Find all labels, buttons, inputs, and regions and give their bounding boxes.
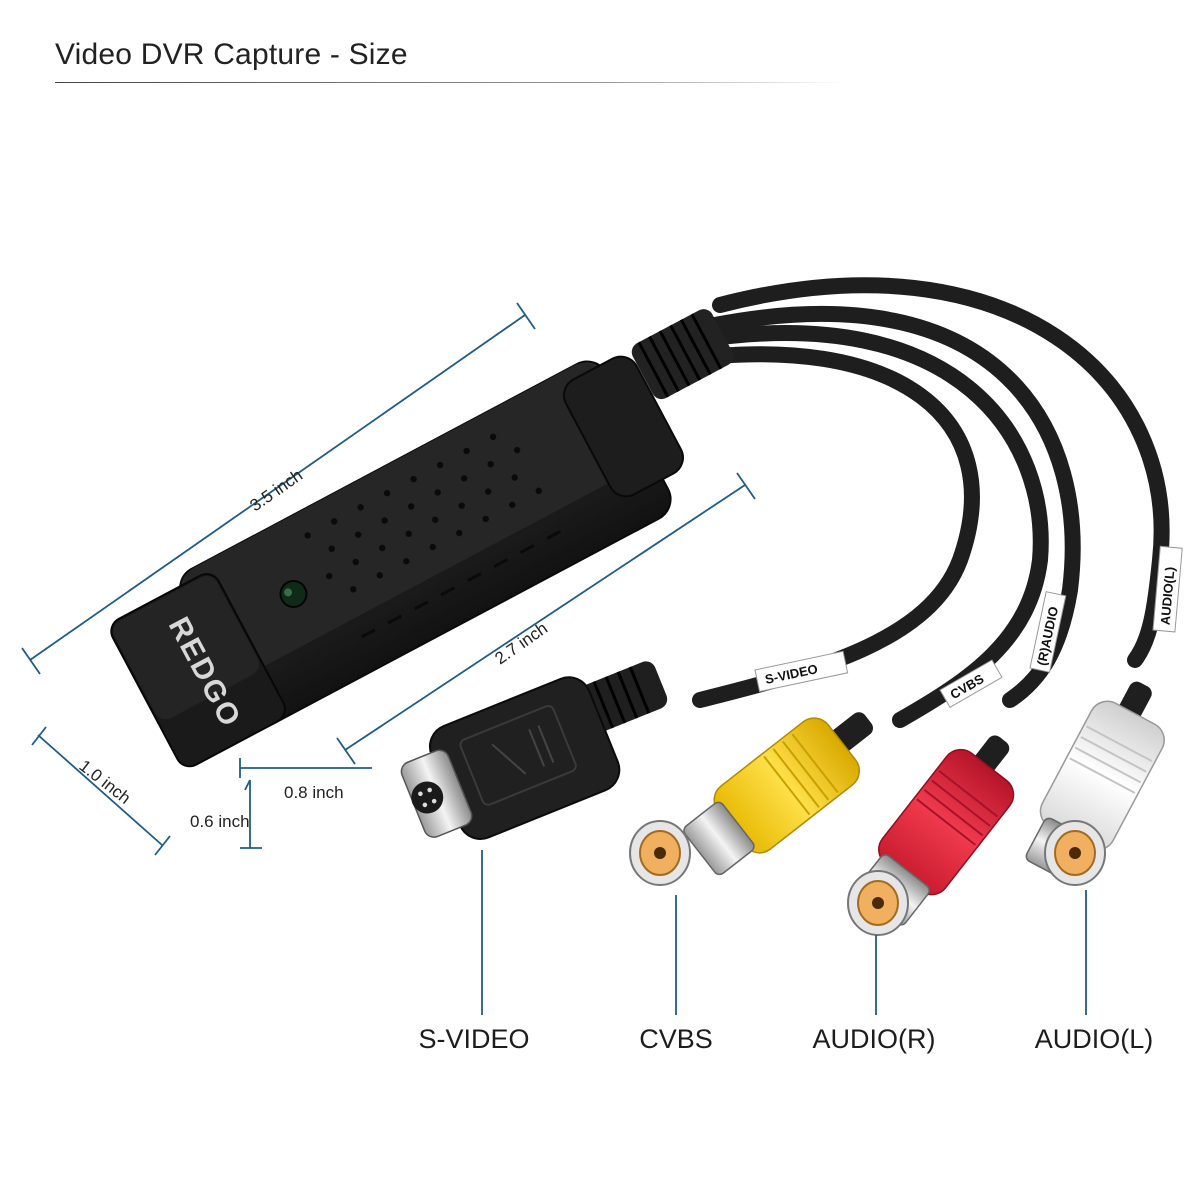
port-label-audio-l: AUDIO(L) [1034,1024,1154,1054]
cvbs-connector [683,712,874,876]
port-label-svideo: S-VIDEO [418,1024,530,1054]
cable-tag-audio-l: AUDIO(L) [1152,545,1183,633]
port-label-audio-r: AUDIO(R) [812,1024,936,1054]
capture-device [110,355,684,768]
audio-l-cable [712,277,1170,668]
cables [672,277,1170,728]
leader-lines [481,850,1087,1015]
cvbs-jack-face [629,820,691,886]
page-title: Video DVR Capture - Size [55,38,408,71]
audio-r-jack-face [847,870,909,936]
status-led [279,579,308,608]
dim-height-plug: 0.6 inch [190,812,250,831]
port-label-cvbs: CVBS [639,1024,713,1054]
dim-height-body: 0.8 inch [284,783,344,802]
dim-length-total: 3.5 inch [246,466,306,516]
vent-holes [304,433,542,593]
audio-l-jack-face [1044,820,1106,886]
dim-width: 1.0 inch [76,756,135,808]
svideo-cable [672,346,980,708]
cable-tag-svideo: S-VIDEO [754,650,849,693]
title-divider [55,82,845,83]
dimension-lines [21,302,756,856]
svg-text:AUDIO(L): AUDIO(L) [1158,566,1178,626]
svideo-connector [400,661,668,840]
dim-length-body: 2.7 inch [491,619,551,669]
strain-relief [631,309,734,400]
